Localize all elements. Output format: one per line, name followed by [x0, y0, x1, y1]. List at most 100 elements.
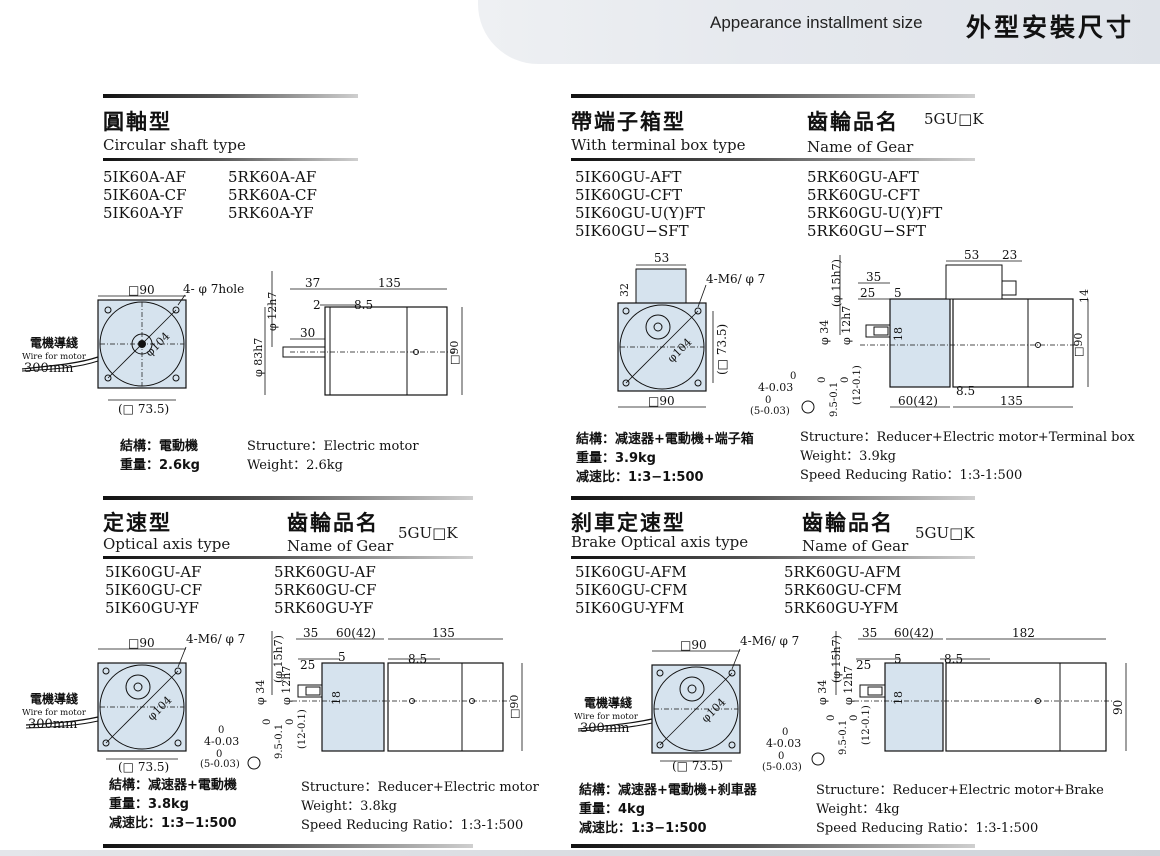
model-item: 5RK60GU-YF: [274, 599, 374, 617]
dim-bolt-square: (□ 73.5): [672, 759, 723, 773]
dim-6042: 60(42): [898, 394, 938, 408]
model-item: 5RK60A-YF: [228, 204, 314, 222]
dim-shaft12: φ 12h7: [280, 666, 293, 705]
section-rule: [103, 94, 358, 98]
model-item: 5IK60GU−SFT: [575, 222, 689, 240]
gear-subtitle-optical: Name of Gear: [287, 537, 394, 555]
reducer-side: [321, 662, 385, 752]
reducer-side: [889, 298, 951, 388]
mount-hole-icon: [622, 307, 630, 315]
spec-en-brake: Structure：Reducer+Electric motor+Brake W…: [816, 781, 1104, 838]
wire-label-zh: 電機導綫: [30, 335, 78, 350]
spec-zh-circular: 結構：電動機 重量：2.6kg: [120, 437, 200, 475]
spec-line: 重量：3.8kg: [109, 797, 189, 812]
dim-square: □90: [128, 636, 155, 650]
spec-zh-brake: 結構：减速器+電動機+刹車器 重量：4kg 减速比：1:3−1:500: [579, 781, 757, 838]
dim-135: 135: [378, 276, 401, 290]
dim-182: 182: [1012, 626, 1035, 640]
spec-line: 結構：减速器+電動機+刹車器: [579, 783, 757, 798]
dim-shaft12: φ 12h7: [842, 666, 855, 705]
dim-85: 8.5: [408, 652, 427, 666]
key-depth: 9.5-0.1: [829, 382, 840, 417]
motor-side-body: [387, 662, 504, 752]
dim-bolt-square: (□ 73.5): [715, 324, 729, 375]
section-rule: [103, 556, 473, 559]
key-depth-alt: (12-0.1): [861, 705, 872, 745]
dim-side-square: □90: [1072, 333, 1085, 357]
key-tol: 0: [782, 727, 788, 738]
section-rule: [571, 556, 975, 559]
wire-label-en: Wire for motor: [22, 352, 87, 362]
gear-subtitle-brake: Name of Gear: [802, 537, 909, 555]
model-item: 5RK60GU-YFM: [784, 599, 899, 617]
motor-side-body: [945, 662, 1107, 752]
terminal-box-side: [945, 264, 1003, 300]
dim-bolt-square: (□ 73.5): [118, 760, 169, 774]
wire-label-en: Wire for motor: [574, 712, 639, 722]
section-subtitle-brake: Brake Optical axis type: [571, 533, 749, 551]
dim-34: φ 34: [818, 320, 831, 345]
key-tol: 0: [216, 749, 222, 760]
key-side: [305, 686, 321, 696]
spec-line: 重量：4kg: [579, 802, 645, 817]
section-rule: [103, 844, 473, 848]
dim-shaft: φ 12h7: [266, 292, 279, 331]
key-side: [873, 326, 889, 336]
model-item: 5RK60GU-AFT: [807, 168, 919, 186]
dim-bolt-square: (□ 73.5): [118, 402, 169, 416]
dim-32: 32: [618, 283, 631, 297]
spec-line: Speed Reducing Ratio：1:3-1:500: [816, 821, 1039, 836]
model-list-right: 5RK60GU-AFT 5RK60GU-CFT 5RK60GU-U(Y)FT 5…: [807, 168, 942, 240]
wire-label-zh: 電機導綫: [584, 695, 632, 710]
header-title-en: Appearance installment size: [710, 13, 923, 32]
key-depth: 9.5-0.1: [838, 720, 849, 755]
dim-135: 135: [432, 626, 455, 640]
spec-line: 重量：2.6kg: [120, 458, 200, 473]
dim-53b: 53: [964, 248, 979, 262]
dim-side-90: 90: [1111, 700, 1125, 715]
key-tol: 0: [285, 719, 296, 725]
wire-label-en: Wire for motor: [22, 708, 87, 718]
dim-square: □90: [128, 283, 155, 297]
mount-hole-icon: [172, 374, 180, 382]
spec-zh-optical: 結構：减速器+電動機 重量：3.8kg 减速比：1:3−1:500: [109, 776, 237, 833]
section-rule: [103, 496, 473, 500]
section-rule: [571, 496, 975, 500]
spec-line: Weight：2.6kg: [247, 458, 343, 473]
key-height: (5-0.03): [762, 762, 802, 773]
model-item: 5RK60GU-AF: [274, 563, 376, 581]
model-item: 5RK60GU-CF: [274, 581, 377, 599]
key-height: (5-0.03): [750, 406, 790, 417]
model-list-right: 5RK60A-AF 5RK60A-CF 5RK60A-YF: [228, 168, 317, 222]
section-title-optical: 定速型: [103, 511, 172, 535]
mount-hole-icon: [694, 379, 702, 387]
spec-en-optical: Structure：Reducer+Electric motor Weight：…: [301, 778, 539, 835]
mount-hole-icon: [174, 667, 182, 675]
model-list-left: 5IK60GU-AFT 5IK60GU-CFT 5IK60GU-U(Y)FT 5…: [575, 168, 705, 240]
key-depth-alt: (12-0.1): [852, 365, 863, 405]
dim-side-square: □90: [448, 341, 461, 365]
model-list-left: 5IK60GU-AF 5IK60GU-CF 5IK60GU-YF: [105, 563, 202, 617]
key-tol: 0: [218, 725, 224, 736]
mount-hole-icon: [728, 741, 736, 749]
dim-135: 135: [1000, 394, 1023, 408]
motor-side-body: [324, 306, 448, 396]
model-list-right: 5RK60GU-AF 5RK60GU-CF 5RK60GU-YF: [274, 563, 376, 617]
spec-line: Weight：3.9kg: [800, 449, 896, 464]
key-tol: 0: [849, 715, 860, 721]
key-width: 4-0.03: [758, 381, 793, 394]
dim-shaft15: (φ 15h7): [830, 635, 843, 683]
spec-line: Weight：4kg: [816, 802, 900, 817]
dim-18: 18: [892, 327, 905, 341]
key-depth: 9.5-0.1: [274, 724, 285, 759]
dim-23: 23: [1002, 248, 1017, 262]
gear-code-optical: 5GU□K: [398, 524, 458, 542]
key-depth-alt: (12-0.1): [297, 709, 308, 749]
dim-25: 25: [856, 658, 871, 672]
dim-hole: 4- φ 7hole: [183, 282, 244, 296]
mount-hole-icon: [104, 306, 112, 314]
key-section: [801, 400, 815, 414]
dim-85: 8.5: [354, 298, 373, 312]
model-item: 5IK60A-AF: [103, 168, 186, 186]
spec-line: Structure：Electric motor: [247, 439, 419, 454]
